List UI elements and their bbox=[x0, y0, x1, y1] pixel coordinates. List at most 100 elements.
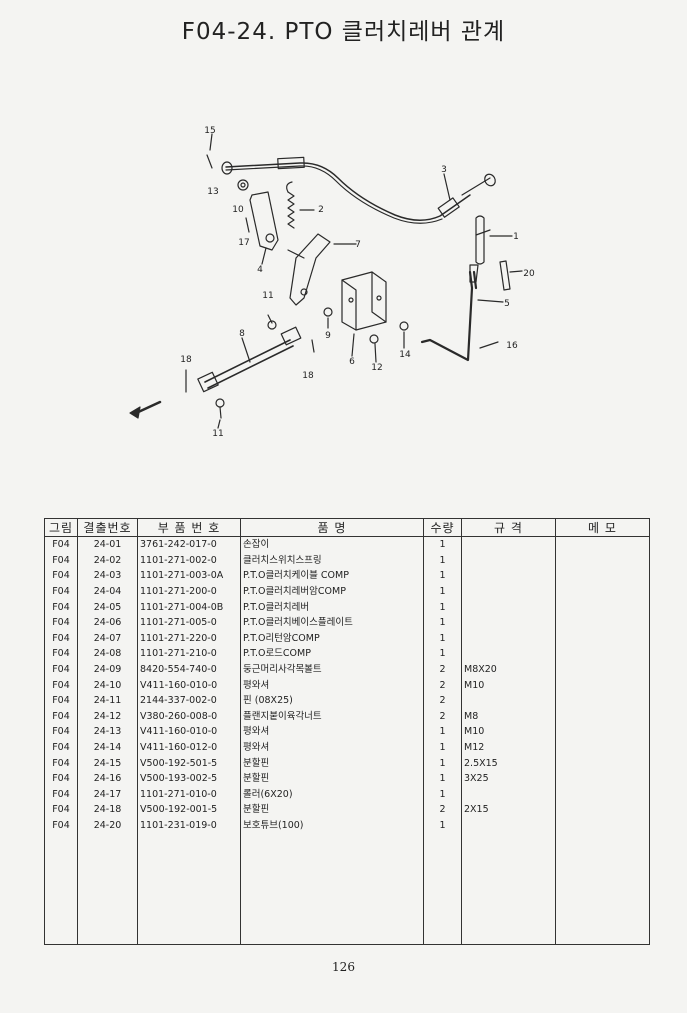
row-quantity: 2 bbox=[423, 708, 462, 725]
row-part-name: P.T.O로드COMP bbox=[240, 646, 424, 662]
row-memo bbox=[555, 692, 650, 709]
row-figure: F04 bbox=[44, 817, 78, 834]
row-memo bbox=[555, 817, 650, 834]
row-spec bbox=[461, 614, 556, 631]
callout-6: 6 bbox=[349, 357, 355, 367]
row-memo bbox=[555, 630, 650, 647]
row-spec bbox=[461, 646, 556, 662]
row-part-number: 3761-242-017-0 bbox=[137, 536, 241, 553]
row-figure: F04 bbox=[44, 802, 78, 818]
row-memo bbox=[555, 677, 650, 693]
row-index: 24-12 bbox=[77, 708, 138, 725]
row-part-name: P.T.O클러치베이스플레이트 bbox=[240, 614, 424, 631]
row-index: 24-16 bbox=[77, 770, 138, 787]
cable-adjuster-part bbox=[437, 197, 460, 218]
row-quantity: 1 bbox=[423, 739, 462, 756]
row-figure: F04 bbox=[44, 568, 78, 584]
row-part-name: P.T.O클러치레버암COMP bbox=[240, 583, 424, 600]
row-part-name: P.T.O클러치케이블 COMP bbox=[240, 568, 424, 584]
row-spec bbox=[461, 583, 556, 600]
row-spec bbox=[461, 692, 556, 709]
row-quantity: 1 bbox=[423, 817, 462, 834]
row-figure: F04 bbox=[44, 677, 78, 693]
callout-12: 12 bbox=[371, 363, 382, 373]
callout-15: 15 bbox=[204, 126, 215, 136]
row-index: 24-15 bbox=[77, 755, 138, 771]
row-part-name: 클러치스위치스프링 bbox=[240, 552, 424, 569]
callout-11-lower: 11 bbox=[212, 429, 223, 439]
callout-4: 4 bbox=[257, 265, 263, 275]
row-memo bbox=[555, 568, 650, 584]
callout-18: 18 bbox=[180, 355, 192, 365]
callout-2: 2 bbox=[318, 205, 324, 215]
callout-10: 10 bbox=[232, 205, 244, 215]
row-part-number: 8420-554-740-0 bbox=[137, 661, 241, 678]
empty-cell bbox=[555, 833, 650, 946]
row-memo bbox=[555, 770, 650, 787]
row-memo bbox=[555, 583, 650, 600]
header-quantity: 수량 bbox=[423, 518, 462, 537]
row-spec: 2.5X15 bbox=[461, 755, 556, 771]
row-part-name: P.T.O리턴암COMP bbox=[240, 630, 424, 647]
row-part-number: V411-160-010-0 bbox=[137, 677, 241, 693]
row-index: 24-04 bbox=[77, 583, 138, 600]
row-part-number: V500-192-501-5 bbox=[137, 755, 241, 771]
row-spec: 3X25 bbox=[461, 770, 556, 787]
callout-18-lower: 18 bbox=[302, 371, 314, 381]
row-spec bbox=[461, 599, 556, 615]
row-figure: F04 bbox=[44, 536, 78, 553]
row-quantity: 1 bbox=[423, 770, 462, 787]
row-part-number: 1101-231-019-0 bbox=[137, 817, 241, 834]
row-part-number: 1101-271-200-0 bbox=[137, 583, 241, 600]
row-part-name: 롤러(6X20) bbox=[240, 786, 424, 803]
lever-arm-part bbox=[249, 191, 279, 251]
rod-part bbox=[204, 339, 294, 389]
knob-part bbox=[475, 215, 485, 265]
row-index: 24-06 bbox=[77, 614, 138, 631]
row-figure: F04 bbox=[44, 770, 78, 787]
protect-tube-part bbox=[499, 260, 511, 291]
row-part-name: 플랜지붙이육각너트 bbox=[240, 708, 424, 725]
row-quantity: 1 bbox=[423, 536, 462, 553]
row-spec bbox=[461, 568, 556, 584]
row-figure: F04 bbox=[44, 614, 78, 631]
row-part-name: 분할핀 bbox=[240, 802, 424, 818]
row-index: 24-09 bbox=[77, 661, 138, 678]
row-quantity: 2 bbox=[423, 692, 462, 709]
row-part-name: P.T.O클러치레버 bbox=[240, 599, 424, 615]
row-figure: F04 bbox=[44, 755, 78, 771]
row-spec bbox=[461, 552, 556, 569]
row-part-name: 손잡이 bbox=[240, 536, 424, 553]
row-quantity: 1 bbox=[423, 755, 462, 771]
row-part-name: 분할핀 bbox=[240, 770, 424, 787]
empty-cell bbox=[240, 833, 424, 946]
row-part-name: 평와셔 bbox=[240, 677, 424, 693]
row-index: 24-05 bbox=[77, 599, 138, 615]
row-spec: M10 bbox=[461, 724, 556, 740]
cable-fitting-part bbox=[277, 156, 305, 170]
callout-17: 17 bbox=[238, 238, 249, 248]
row-spec bbox=[461, 817, 556, 834]
page-title: F04-24. PTO 클러치레버 관계 bbox=[181, 19, 506, 45]
header-figure: 그림 bbox=[44, 518, 78, 537]
row-memo bbox=[555, 802, 650, 818]
row-index: 24-01 bbox=[77, 536, 138, 553]
row-part-number: V411-160-010-0 bbox=[137, 724, 241, 740]
row-part-number: 1101-271-010-0 bbox=[137, 786, 241, 803]
callout-3: 3 bbox=[441, 165, 447, 175]
callout-14: 14 bbox=[399, 350, 411, 360]
row-spec bbox=[461, 536, 556, 553]
row-memo bbox=[555, 646, 650, 662]
header-memo: 메 모 bbox=[555, 518, 650, 537]
